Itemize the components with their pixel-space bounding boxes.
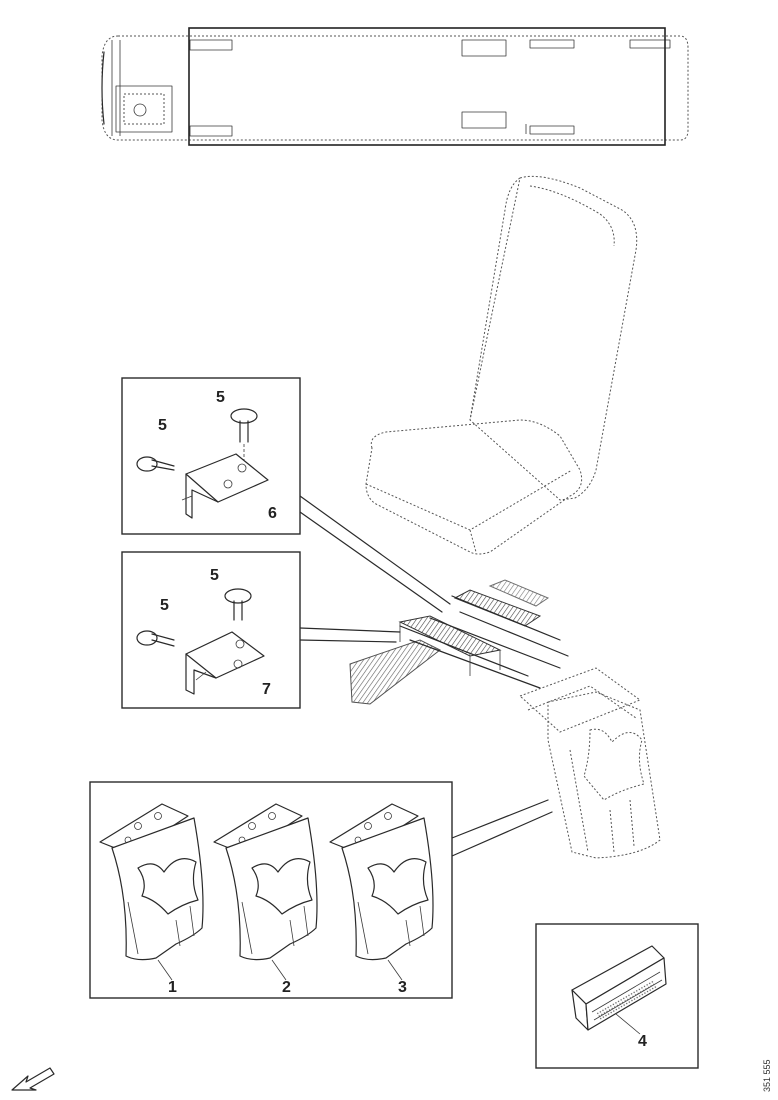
screw-part (224, 588, 252, 621)
seat-pedestal-assembled (519, 667, 661, 859)
bracket-part (181, 453, 269, 519)
detail-box-bracket-7: 5 5 7 (121, 551, 301, 709)
callout-screw: 5 (216, 389, 225, 406)
callout-cover: 1 (168, 979, 177, 996)
pedestal-cover-1 (99, 803, 204, 961)
leader-lines (299, 495, 553, 857)
callout-cover: 2 (282, 979, 291, 996)
direction-arrow-icon (11, 1067, 55, 1091)
pedestal-cover-3 (329, 803, 434, 961)
seat (365, 175, 638, 555)
callout-bracket: 6 (268, 505, 277, 522)
detail-box-rail: 4 (535, 923, 699, 1069)
seat-mounting-rails (349, 579, 569, 705)
detail-box-bracket-6: 5 5 6 (121, 377, 301, 535)
screw-part (136, 630, 175, 647)
callout-screw: 5 (158, 417, 167, 434)
screw-part (136, 456, 175, 472)
callout-screw: 5 (160, 597, 169, 614)
callout-bracket: 7 (262, 681, 271, 698)
callout-screw: 5 (210, 567, 219, 584)
bus-top-view (101, 35, 689, 141)
document-reference: 351 555 (762, 1059, 772, 1092)
pedestal-cover-2 (213, 803, 318, 961)
bracket-part (185, 631, 265, 695)
callout-cover: 3 (398, 979, 407, 996)
detail-box-covers: 1 2 3 (89, 781, 453, 999)
rail-part (571, 945, 667, 1031)
highlight-region-frame (188, 27, 666, 146)
callout-rail: 4 (638, 1033, 647, 1050)
